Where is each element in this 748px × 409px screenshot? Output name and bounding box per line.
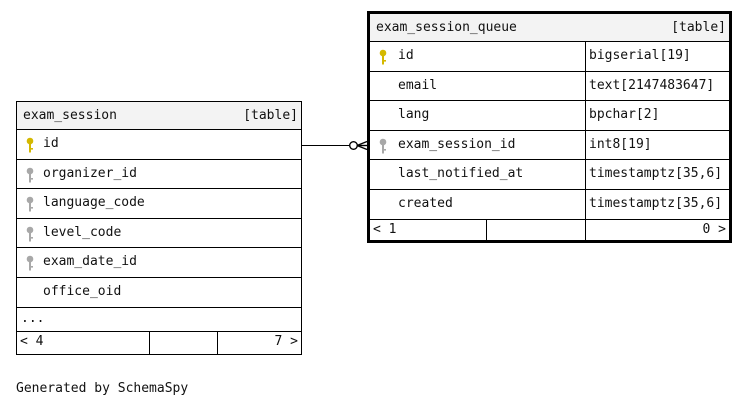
column-name: id <box>43 136 59 151</box>
parent-count[interactable]: < 4 <box>20 333 44 349</box>
crowfoot-lower <box>356 144 368 151</box>
zero-cardinality-circle <box>349 140 359 150</box>
column-type: bpchar[2] <box>589 107 660 123</box>
table-type-label: [table] <box>671 20 726 35</box>
foreign-key-icon <box>26 255 34 271</box>
column-name: organizer_id <box>43 165 137 181</box>
column-row-office-oid[interactable]: office_oid <box>17 278 301 308</box>
column-name: language_code <box>43 195 145 211</box>
table-type-label: [table] <box>243 108 298 123</box>
column-name: last_notified_at <box>398 166 524 182</box>
child-count[interactable]: 7 > <box>274 333 298 349</box>
column-name: lang <box>398 107 430 123</box>
column-divider <box>585 130 586 160</box>
column-type: int8[19] <box>589 136 652 152</box>
column-name: email <box>398 77 438 93</box>
table-header[interactable]: exam_session [table] <box>17 102 301 130</box>
column-name: office_oid <box>43 283 122 299</box>
footer-divider <box>585 219 586 242</box>
column-row-language-code[interactable]: language_code <box>17 189 301 219</box>
column-divider <box>585 160 586 189</box>
foreign-key-icon <box>26 226 34 242</box>
column-row-exam-session-id[interactable]: exam_session_id int8[19] <box>370 130 729 161</box>
foreign-key-icon <box>26 196 34 212</box>
column-row-created[interactable]: created timestamptz[35,6] <box>370 189 729 220</box>
table-name: exam_session_queue <box>376 20 517 35</box>
column-name: id <box>398 48 414 63</box>
more-columns-indicator: ... <box>17 308 301 332</box>
table-header[interactable]: exam_session_queue [table] <box>370 14 729 42</box>
table-exam-session-queue[interactable]: exam_session_queue [table] id bigserial[1… <box>367 11 732 243</box>
primary-key-icon <box>26 137 34 153</box>
foreign-key-icon <box>379 138 387 154</box>
column-row-exam-date-id[interactable]: exam_date_id <box>17 248 301 278</box>
column-divider <box>585 42 586 71</box>
child-count[interactable]: 0 > <box>702 221 726 237</box>
column-name: exam_session_id <box>398 136 516 152</box>
column-divider <box>585 189 586 219</box>
table-footer: < 4 7 > <box>17 331 301 354</box>
primary-key-icon <box>379 49 387 65</box>
column-divider <box>585 71 586 101</box>
footer-divider <box>217 331 218 354</box>
column-divider <box>585 101 586 130</box>
column-type: text[2147483647] <box>589 77 715 93</box>
foreign-key-icon <box>26 167 34 183</box>
column-name: created <box>398 195 453 211</box>
column-row-organizer-id[interactable]: organizer_id <box>17 160 301 190</box>
column-type: timestamptz[35,6] <box>589 166 723 182</box>
column-row-id[interactable]: id <box>17 130 301 160</box>
column-row-lang[interactable]: lang bpchar[2] <box>370 101 729 131</box>
table-footer: < 1 0 > <box>370 219 729 242</box>
column-row-last-notified-at[interactable]: last_notified_at timestamptz[35,6] <box>370 160 729 190</box>
ellipsis-text: ... <box>21 310 45 326</box>
column-list: id bigserial[19] email text[2147483647] lang… <box>370 42 729 220</box>
column-type: bigserial[19] <box>589 48 691 63</box>
footer-divider <box>486 219 487 242</box>
column-name: exam_date_id <box>43 254 137 270</box>
footer-divider <box>149 331 150 354</box>
column-row-id[interactable]: id bigserial[19] <box>370 42 729 72</box>
parent-count[interactable]: < 1 <box>373 221 397 237</box>
generated-by-text: Generated by SchemaSpy <box>16 381 189 396</box>
column-row-level-code[interactable]: level_code <box>17 219 301 249</box>
column-type: timestamptz[35,6] <box>589 195 723 211</box>
table-name: exam_session <box>23 108 117 123</box>
column-name: level_code <box>43 224 122 240</box>
column-row-email[interactable]: email text[2147483647] <box>370 71 729 102</box>
